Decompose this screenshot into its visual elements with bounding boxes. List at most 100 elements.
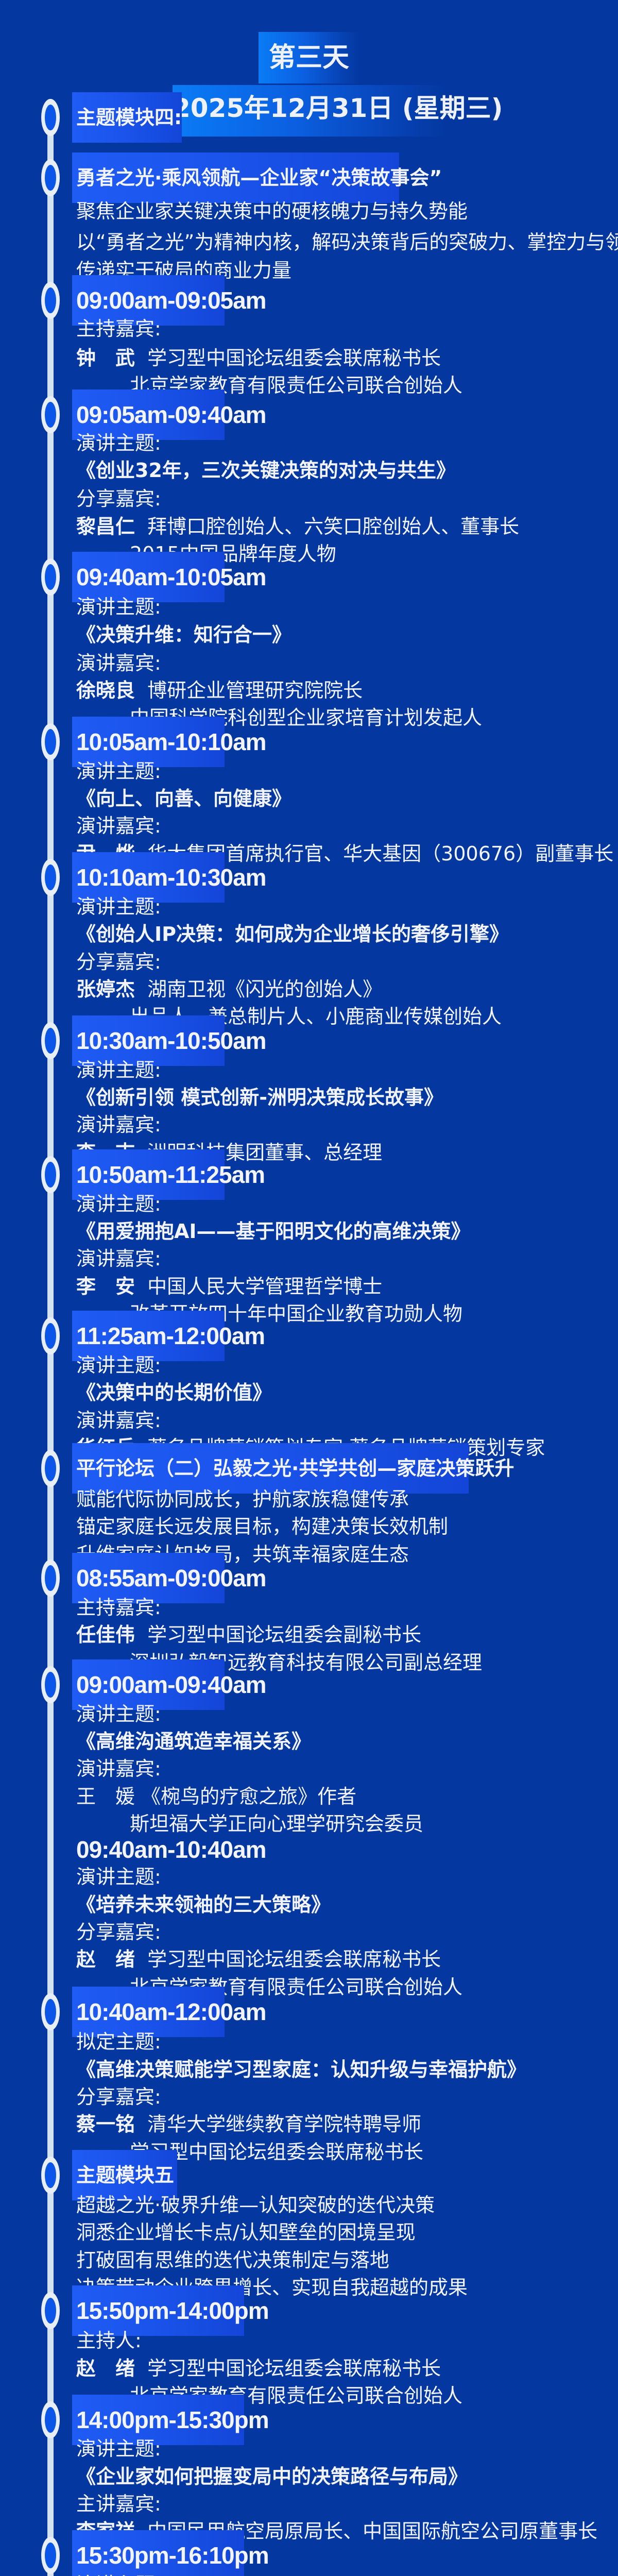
time-slot-label: 10:10am-10:30am	[76, 864, 267, 891]
schedule-text: 演讲主题:	[76, 760, 161, 783]
time-slot-label: 10:40am-12:00am	[76, 1998, 267, 2025]
time-slot-label: 10:05am-10:10am	[76, 728, 267, 755]
speaker-title: 学习型中国论坛组委会副秘书长	[135, 1623, 422, 1646]
speaker-line: 赵 绪 学习型中国论坛组委会联席秘书长	[76, 1934, 441, 1985]
time-slot-label: 09:40am-10:05am	[76, 564, 267, 590]
timeline-dot-icon	[41, 99, 60, 136]
time-slot-label: 09:00am-09:05am	[76, 287, 267, 314]
timeline-dot-icon	[41, 1666, 60, 1703]
schedule-text: 锚定家庭长远发展目标，构建决策长效机制	[76, 1515, 449, 1538]
schedule-text: 分享嘉宾:	[76, 2086, 161, 2108]
timeline-dot-icon	[41, 2292, 60, 2329]
time-slot-label: 15:30pm-16:10pm	[76, 2542, 269, 2569]
day-banner: 第三天	[259, 32, 359, 83]
speaker-title: 中国人民大学管理哲学博士	[135, 1275, 383, 1298]
schedule-text: 主持嘉宾:	[76, 317, 161, 340]
schedule-text: 演讲主题:	[76, 2560, 161, 2576]
schedule-text: 以“勇者之光”为精神内核，解码决策背后的突破力、掌控力与领航力	[76, 231, 618, 253]
time-slot-label: 09:05am-09:40am	[76, 401, 267, 428]
schedule-text: 演讲主题:	[76, 1703, 161, 1725]
time-slot-label: 08:55am-09:00am	[76, 1565, 267, 1591]
timeline-dot-icon	[41, 1317, 60, 1354]
highlight-box	[72, 389, 225, 440]
schedule-text: 分享嘉宾:	[76, 1921, 161, 1943]
talk-title: 《高维沟通筑造幸福关系》	[76, 1730, 312, 1753]
talk-title: 《企业家如何把握变局中的决策路径与布局》	[76, 2465, 468, 2488]
schedule-text: 演讲主题:	[76, 1866, 161, 1888]
schedule-text: 主题模块五	[76, 2164, 175, 2187]
highlight-box	[72, 1015, 225, 1066]
speaker-line: 蔡一铭 清华大学继续教育学院特聘导师	[76, 2099, 421, 2149]
speaker-line: 李 安 中国人民大学管理哲学博士	[76, 1261, 382, 1312]
talk-title: 《向上、向善、向健康》	[76, 787, 292, 810]
speaker-line: 王 媛 《椀鸟的疗愈之旅》作者	[76, 1785, 357, 1808]
speaker-title: 湖南卫视《闪光的创始人》	[135, 978, 383, 1001]
highlight-box	[72, 2395, 244, 2445]
talk-title: 《创始人IP决策：如何成为企业增长的奢侈引擎》	[76, 923, 509, 945]
speaker-name: 蔡一铭	[76, 2113, 135, 2136]
schedule-text: 演讲嘉宾:	[76, 815, 161, 837]
timeline-dot-icon	[41, 159, 60, 196]
highlight-box	[72, 152, 399, 203]
highlight-box	[72, 552, 225, 602]
schedule-text: 分享嘉宾:	[76, 951, 161, 973]
timeline-dot-icon	[41, 859, 60, 896]
timeline-dot-icon	[41, 1156, 60, 1193]
talk-title: 《创新引领 模式创新-洲明决策成长故事》	[76, 1086, 444, 1109]
time-slot-label: 15:50pm-14:00pm	[76, 2297, 269, 2324]
talk-title: 《高维决策赋能学习型家庭：认知升级与幸福护航》	[76, 2058, 527, 2081]
speaker-name: 赵 绪	[76, 2357, 135, 2380]
date-banner: 2025年12月31日 (星期三)	[173, 85, 503, 137]
schedule-text: 演讲主题:	[76, 1354, 161, 1377]
highlight-box	[72, 1987, 225, 2037]
speaker-role: 斯坦福大学正向心理学研究会委员	[130, 1812, 424, 1835]
schedule-text: 打破固有思维的迭代决策制定与落地	[76, 2249, 390, 2272]
highlight-box	[72, 2150, 177, 2200]
timeline-dot-icon	[41, 282, 60, 319]
timeline-dot-icon	[41, 2401, 60, 2438]
schedule-text: 演讲主题:	[76, 432, 161, 454]
time-slot-label: 11:25am-12:00am	[76, 1323, 265, 1349]
speaker-line: 赵 绪 学习型中国论坛组委会联席秘书长	[76, 2343, 441, 2394]
highlight-box	[72, 275, 225, 326]
time-slot-label: 14:00pm-15:30pm	[76, 2406, 269, 2433]
speaker-role: 学习型中国论坛组委会联席秘书长	[130, 2141, 424, 2163]
speaker-title: 清华大学继续教育学院特聘导师	[135, 2113, 422, 2136]
schedule-text: 聚焦企业家关键决策中的硬核魄力与持久势能	[76, 200, 468, 223]
schedule-text: 演讲主题:	[76, 895, 161, 918]
timeline-dot-icon	[41, 723, 60, 760]
schedule-text: 演讲主题:	[76, 596, 161, 618]
speaker-line: 黎昌仁 拜博口腔创始人、六笑口腔创始人、董事长	[76, 501, 519, 552]
schedule-text: 演讲主题:	[76, 2437, 161, 2460]
talk-title: 《培养未来领袖的三大策略》	[76, 1893, 331, 1916]
talk-title: 《决策升维：知行合一》	[76, 623, 292, 646]
speaker-name: 黎昌仁	[76, 515, 135, 538]
time-slot-label: 09:40am-10:40am	[76, 1836, 267, 1863]
schedule-text: 演讲嘉宾:	[76, 1247, 161, 1270]
speaker-line: 钟 武 学习型中国论坛组委会联席秘书长	[76, 333, 441, 383]
highlight-box	[72, 1659, 225, 1710]
timeline-dot-icon	[41, 2157, 60, 2194]
time-slot-label: 10:50am-11:25am	[76, 1161, 265, 1188]
day-title: 第三天	[268, 42, 349, 73]
highlight-box	[72, 92, 182, 143]
speaker-line: 徐晓良 博研企业管理研究院院长	[76, 665, 363, 716]
schedule-text: 演讲主题:	[76, 1059, 161, 1081]
schedule-text: 主题模块四:	[76, 106, 182, 129]
highlight-box	[72, 1443, 469, 1494]
highlight-box	[72, 717, 225, 767]
schedule-text: 超越之光·破界升维—认知突破的迭代决策	[76, 2194, 435, 2216]
speaker-line: 张婷杰 湖南卫视《闪光的创始人》	[76, 964, 382, 1014]
speaker-name: 徐晓良	[76, 679, 135, 702]
speaker-name: 李 安	[76, 1275, 135, 1298]
speaker-title: 学习型中国论坛组委会联席秘书长	[135, 2357, 441, 2380]
talk-title: 《决策中的长期价值》	[76, 1381, 272, 1404]
talk-title: 《创业32年，三次关键决策的对决与共生》	[76, 459, 456, 482]
date-title: 2025年12月31日 (星期三)	[173, 93, 503, 123]
timeline-dot-icon	[41, 1022, 60, 1059]
speaker-title: 华大集团首席执行官、华大基因（300676）副董事长	[135, 842, 614, 865]
time-slot-label: 09:00am-09:40am	[76, 1671, 267, 1698]
speaker-name: 钟 武	[76, 347, 135, 369]
schedule-text: 勇者之光·乘风领航—企业家“决策故事会”	[76, 166, 442, 189]
speaker-name: 赵 绪	[76, 1948, 135, 1971]
